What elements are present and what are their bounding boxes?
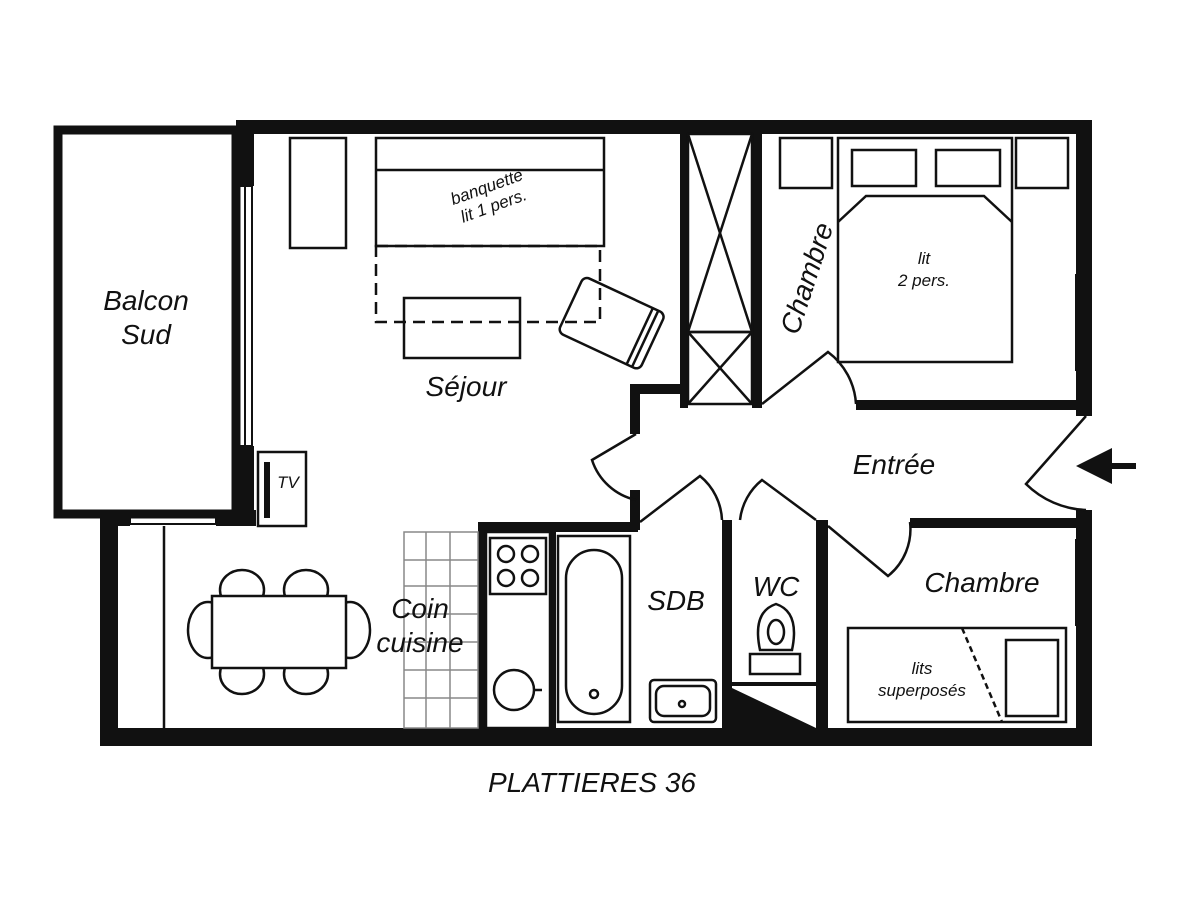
bathtub bbox=[556, 534, 632, 724]
door-swings bbox=[590, 350, 1087, 578]
label-sdb: SDB bbox=[647, 585, 705, 616]
sejour-furniture bbox=[288, 136, 665, 370]
duct-shaft bbox=[732, 688, 816, 728]
kitchen-tiles bbox=[403, 531, 479, 729]
double-bed bbox=[778, 136, 1070, 364]
sink bbox=[648, 678, 718, 724]
balcony bbox=[53, 125, 241, 519]
tv bbox=[256, 450, 308, 528]
entrance-arrow-icon bbox=[1076, 448, 1136, 484]
label-coin: Coin bbox=[391, 593, 449, 624]
label-wc: WC bbox=[753, 571, 800, 602]
label-lits-1: lits bbox=[912, 659, 933, 678]
label-lit-1: lit bbox=[918, 249, 932, 268]
interior-walls bbox=[478, 134, 1086, 730]
kitchen-appliances bbox=[484, 530, 552, 730]
label-balcon-2: Sud bbox=[121, 319, 172, 350]
room-labels: Balcon Sud Séjour Chambre Entrée Chambre… bbox=[103, 219, 1039, 658]
label-tv: TV bbox=[277, 473, 300, 492]
label-cuisine: cuisine bbox=[376, 627, 463, 658]
label-sejour: Séjour bbox=[426, 371, 509, 402]
plan-caption: PLATTIERES 36 bbox=[488, 767, 696, 798]
label-lit-2: 2 pers. bbox=[897, 271, 950, 290]
closet bbox=[686, 132, 754, 406]
label-lits-2: superposés bbox=[878, 681, 966, 700]
label-balcon-1: Balcon bbox=[103, 285, 189, 316]
label-chambre-bas: Chambre bbox=[924, 567, 1039, 598]
bunk-beds bbox=[846, 626, 1068, 724]
label-chambre-haut: Chambre bbox=[774, 219, 839, 338]
dining-table bbox=[162, 526, 372, 728]
toilet bbox=[748, 602, 802, 676]
label-entree: Entrée bbox=[853, 449, 936, 480]
